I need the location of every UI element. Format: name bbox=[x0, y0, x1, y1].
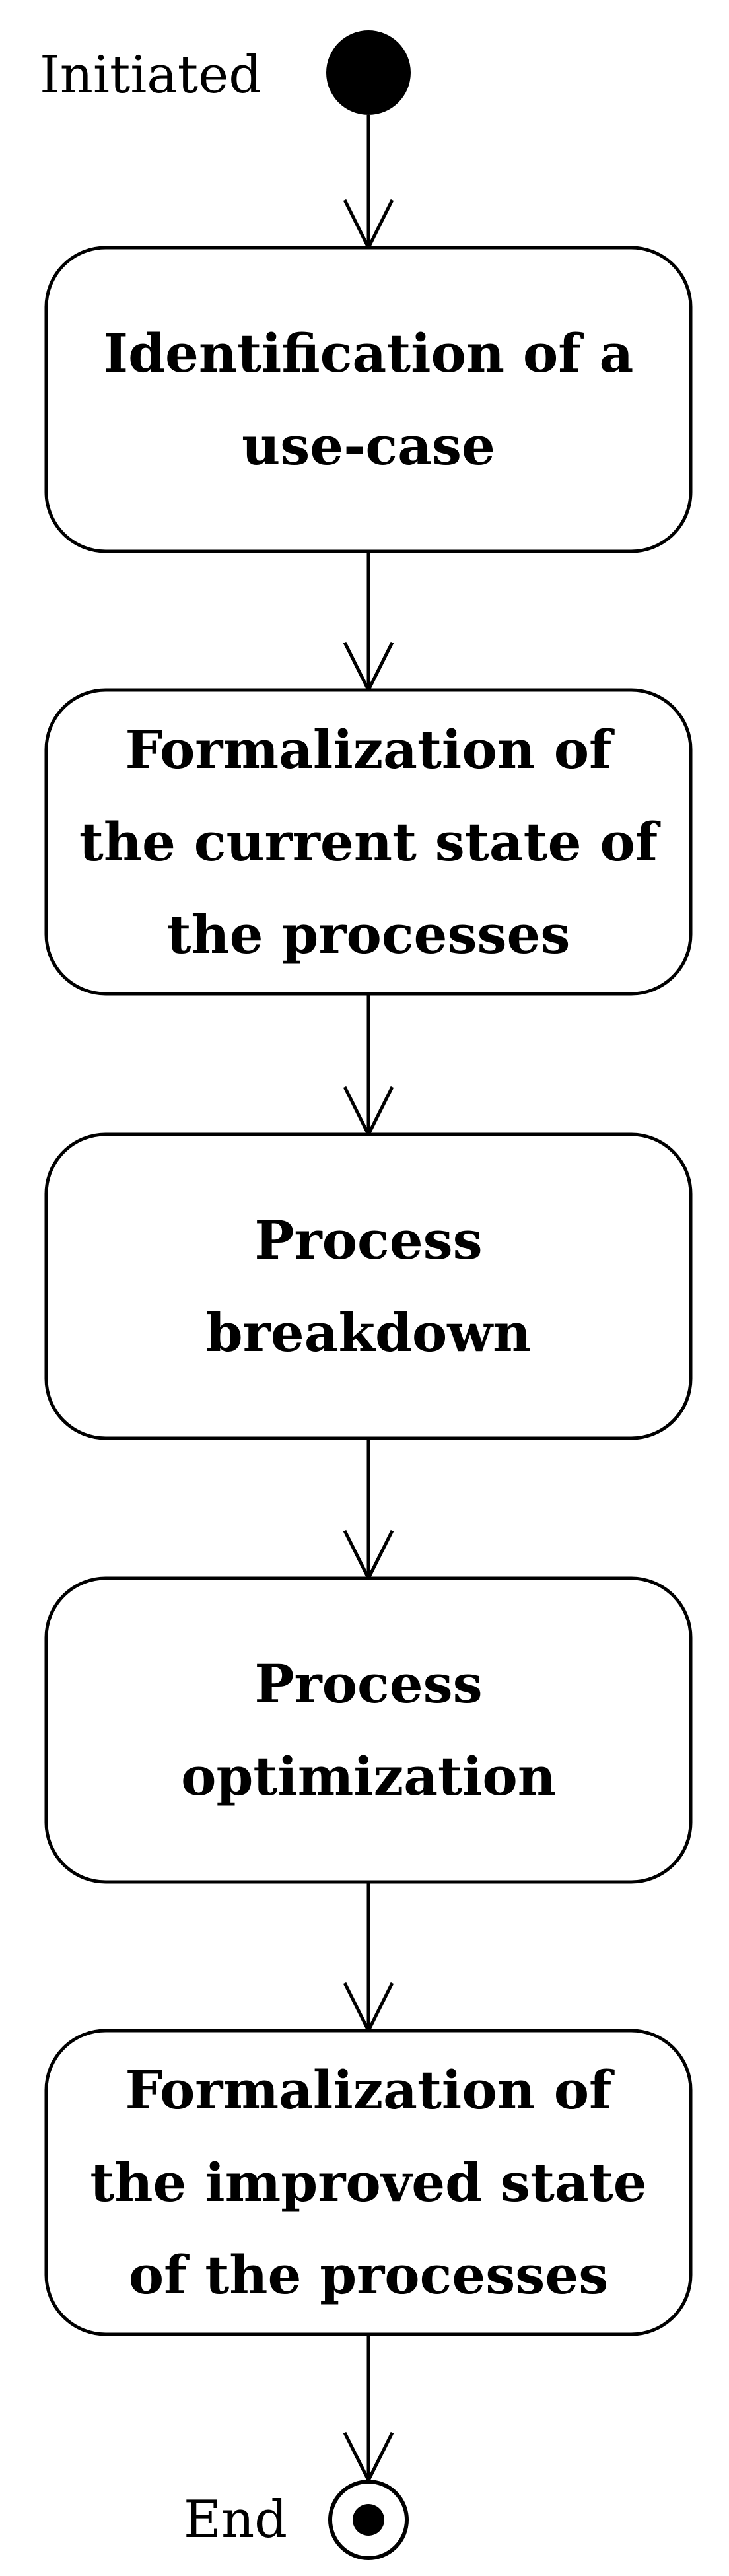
activity-step-label-line: Identification of a bbox=[104, 322, 634, 384]
activity-step-box bbox=[44, 1576, 693, 1884]
activity-step-label-line: Process bbox=[254, 1653, 482, 1715]
activity-step-label-line: optimization bbox=[181, 1745, 556, 1807]
activity-step-1: Identification of a use-case bbox=[44, 246, 693, 553]
activity-step-label-line: Process bbox=[254, 1209, 482, 1271]
activity-step-box bbox=[44, 2029, 693, 2336]
arrow-last-step-to-end bbox=[343, 2334, 394, 2484]
arrow-start-to-step-1 bbox=[343, 115, 394, 252]
activity-step-box bbox=[44, 246, 693, 553]
activity-steps: Identification of a use-caseFormalization… bbox=[44, 246, 693, 2336]
activity-step-3: Process breakdown bbox=[44, 1132, 693, 1440]
activity-step-box bbox=[44, 688, 693, 996]
initial-node-icon bbox=[326, 30, 411, 115]
activity-step-label-line: Formalization of bbox=[125, 2059, 615, 2121]
activity-step-label-line: the processes bbox=[167, 903, 571, 965]
end-label: End bbox=[184, 2490, 287, 2550]
final-node-icon bbox=[328, 2480, 409, 2560]
activity-step-label-line: of the processes bbox=[129, 2244, 609, 2306]
activity-step-label-line: the improved state bbox=[90, 2151, 646, 2213]
activity-step-label-line: use-case bbox=[242, 415, 495, 477]
activity-step-label-line: the current state of bbox=[79, 811, 661, 873]
activity-step-box bbox=[44, 1132, 693, 1440]
activity-step-label-line: Formalization of bbox=[125, 718, 615, 781]
activity-step-label-line: breakdown bbox=[206, 1302, 532, 1364]
activity-step-2: Formalization of the current state of the … bbox=[44, 688, 693, 996]
arrow-step-4-to-step-5 bbox=[343, 1882, 394, 2035]
arrow-step-2-to-step-3 bbox=[343, 994, 394, 1138]
activity-step-4: Process optimization bbox=[44, 1576, 693, 1884]
arrow-step-1-to-step-2 bbox=[343, 551, 394, 694]
arrow-step-3-to-step-4 bbox=[343, 1438, 394, 1582]
start-label: Initiated bbox=[40, 46, 261, 105]
activity-step-5: Formalization of the improved state of the… bbox=[44, 2029, 693, 2336]
